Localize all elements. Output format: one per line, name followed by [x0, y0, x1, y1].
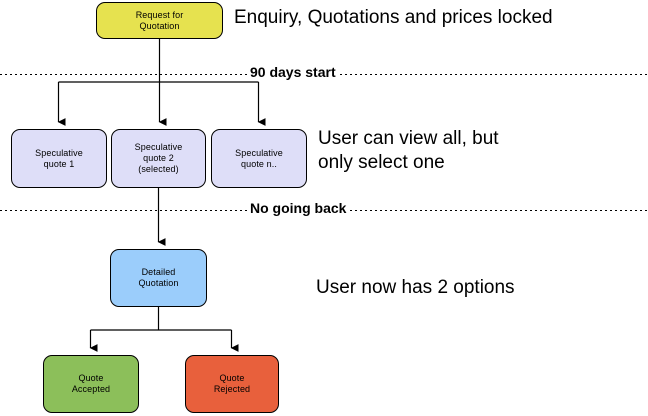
- node-quote-accepted[interactable]: Quote Accepted: [43, 355, 139, 413]
- annotation-view-all-select-one: User can view all, but only select one: [318, 128, 499, 173]
- node-speculative-quote-n-label: Speculative quote n..: [235, 147, 283, 169]
- annotation-enquiry-locked: Enquiry, Quotations and prices locked: [234, 7, 553, 28]
- node-speculative-quote-2-label: Speculative quote 2 (selected): [134, 142, 183, 174]
- node-speculative-quote-1[interactable]: Speculative quote 1: [11, 129, 107, 188]
- node-detailed-quotation-label: Detailed Quotation: [138, 267, 179, 288]
- divider-label-90-days-start: 90 days start: [247, 64, 339, 80]
- node-request-for-quotation-label: Request for Quotation: [135, 9, 184, 31]
- node-speculative-quote-1-label: Speculative quote 1: [35, 147, 83, 169]
- node-quote-rejected[interactable]: Quote Rejected: [185, 355, 279, 413]
- node-speculative-quote-2-selected[interactable]: Speculative quote 2 (selected): [111, 129, 206, 188]
- node-request-for-quotation[interactable]: Request for Quotation: [96, 2, 223, 39]
- node-detailed-quotation[interactable]: Detailed Quotation: [110, 249, 207, 307]
- node-quote-rejected-label: Quote Rejected: [213, 373, 251, 394]
- node-speculative-quote-n[interactable]: Speculative quote n..: [211, 129, 307, 188]
- node-quote-accepted-label: Quote Accepted: [71, 373, 111, 394]
- annotation-two-options: User now has 2 options: [316, 277, 515, 298]
- divider-label-no-going-back: No going back: [247, 200, 350, 216]
